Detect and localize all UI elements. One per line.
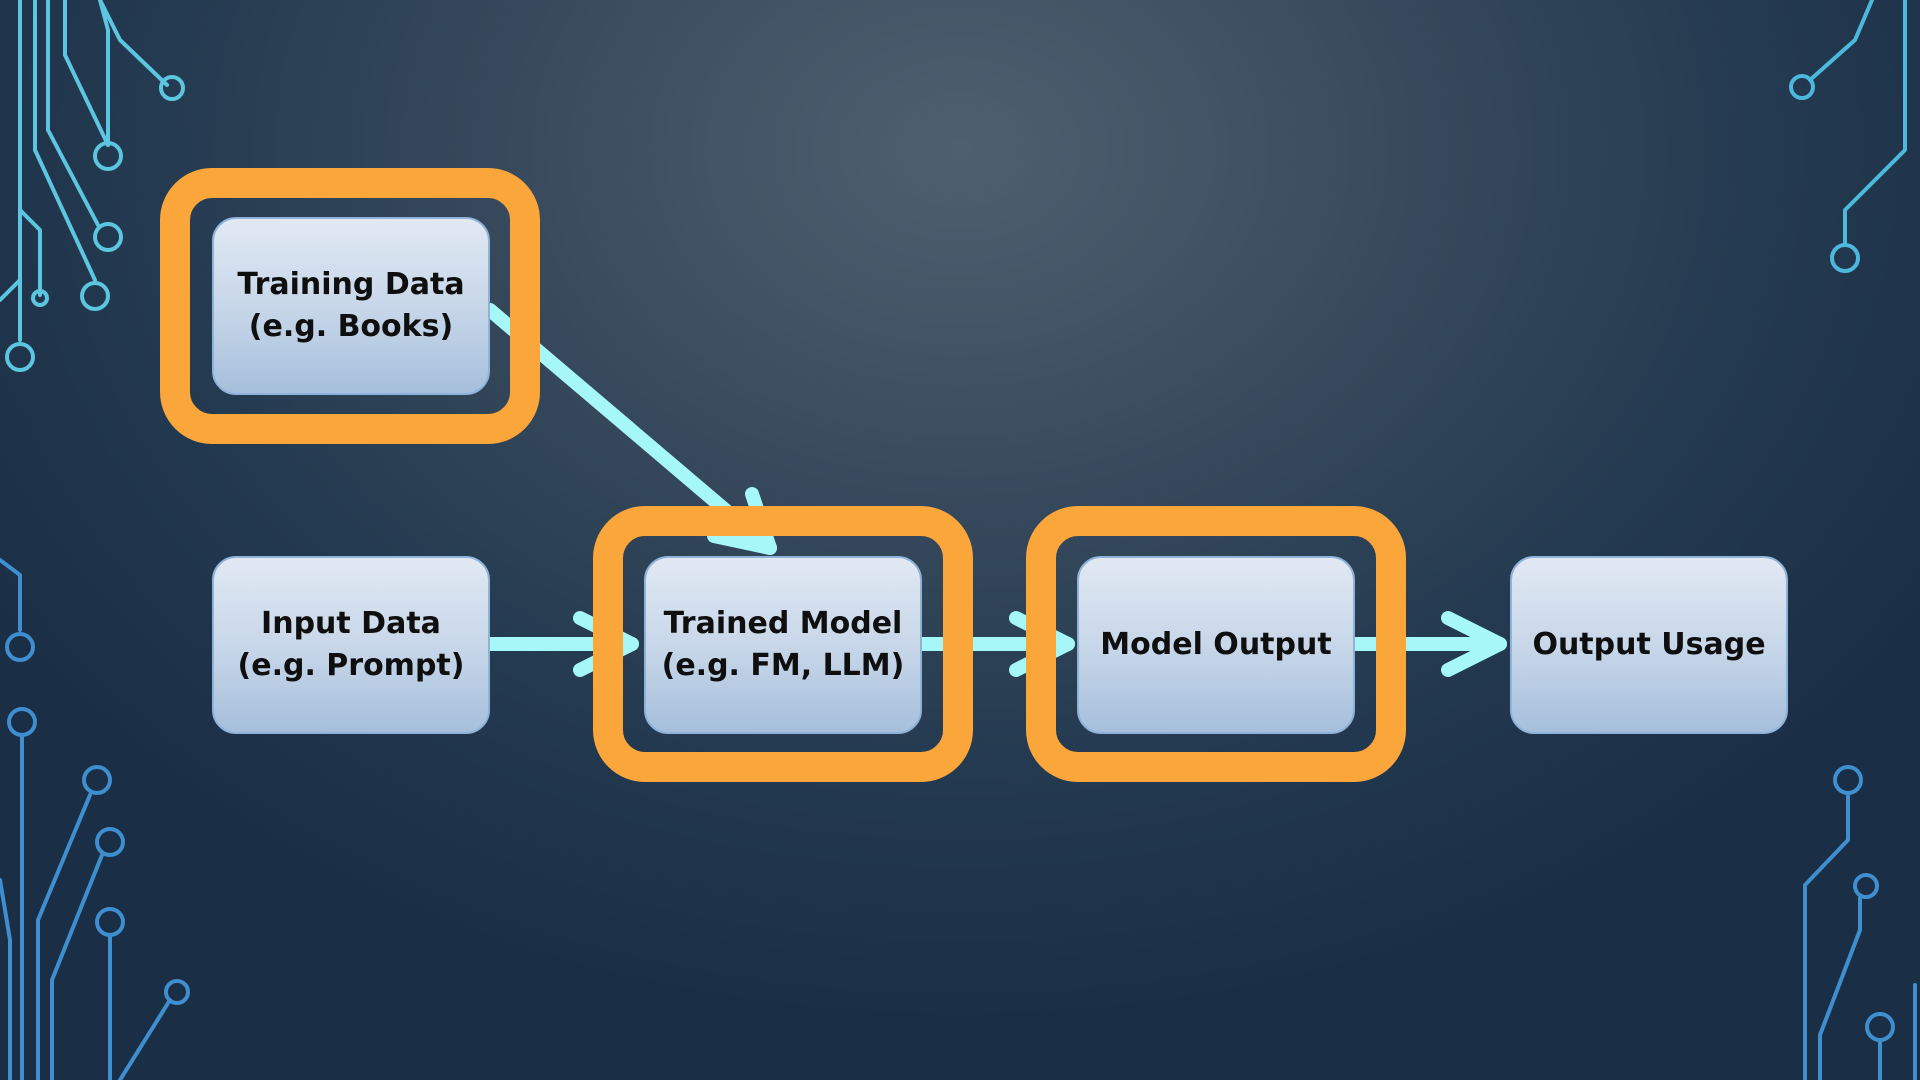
node-model-output: Model Output	[1077, 556, 1355, 734]
node-label-trained-model: Trained Model (e.g. FM, LLM)	[661, 606, 905, 683]
node-label-model-output: Model Output	[1100, 627, 1332, 662]
circuit-bottom-right	[1803, 765, 1917, 1080]
node-training-data: Training Data (e.g. Books)	[212, 217, 490, 395]
node-label-output-usage: Output Usage	[1532, 627, 1766, 662]
highlight-ring-trained-model	[593, 506, 973, 782]
highlight-ring-model-output	[1026, 506, 1406, 782]
highlight-ring-training-data	[160, 168, 540, 444]
node-label-input-data: Input Data (e.g. Prompt)	[237, 606, 465, 683]
circuit-top-left	[0, 0, 185, 372]
circuit-bottom-left	[0, 558, 190, 1080]
node-input-data: Input Data (e.g. Prompt)	[212, 556, 490, 734]
node-label-training-data: Training Data (e.g. Books)	[237, 267, 465, 344]
node-trained-model: Trained Model (e.g. FM, LLM)	[644, 556, 922, 734]
circuit-top-right	[1789, 0, 1907, 273]
node-output-usage: Output Usage	[1510, 556, 1788, 734]
